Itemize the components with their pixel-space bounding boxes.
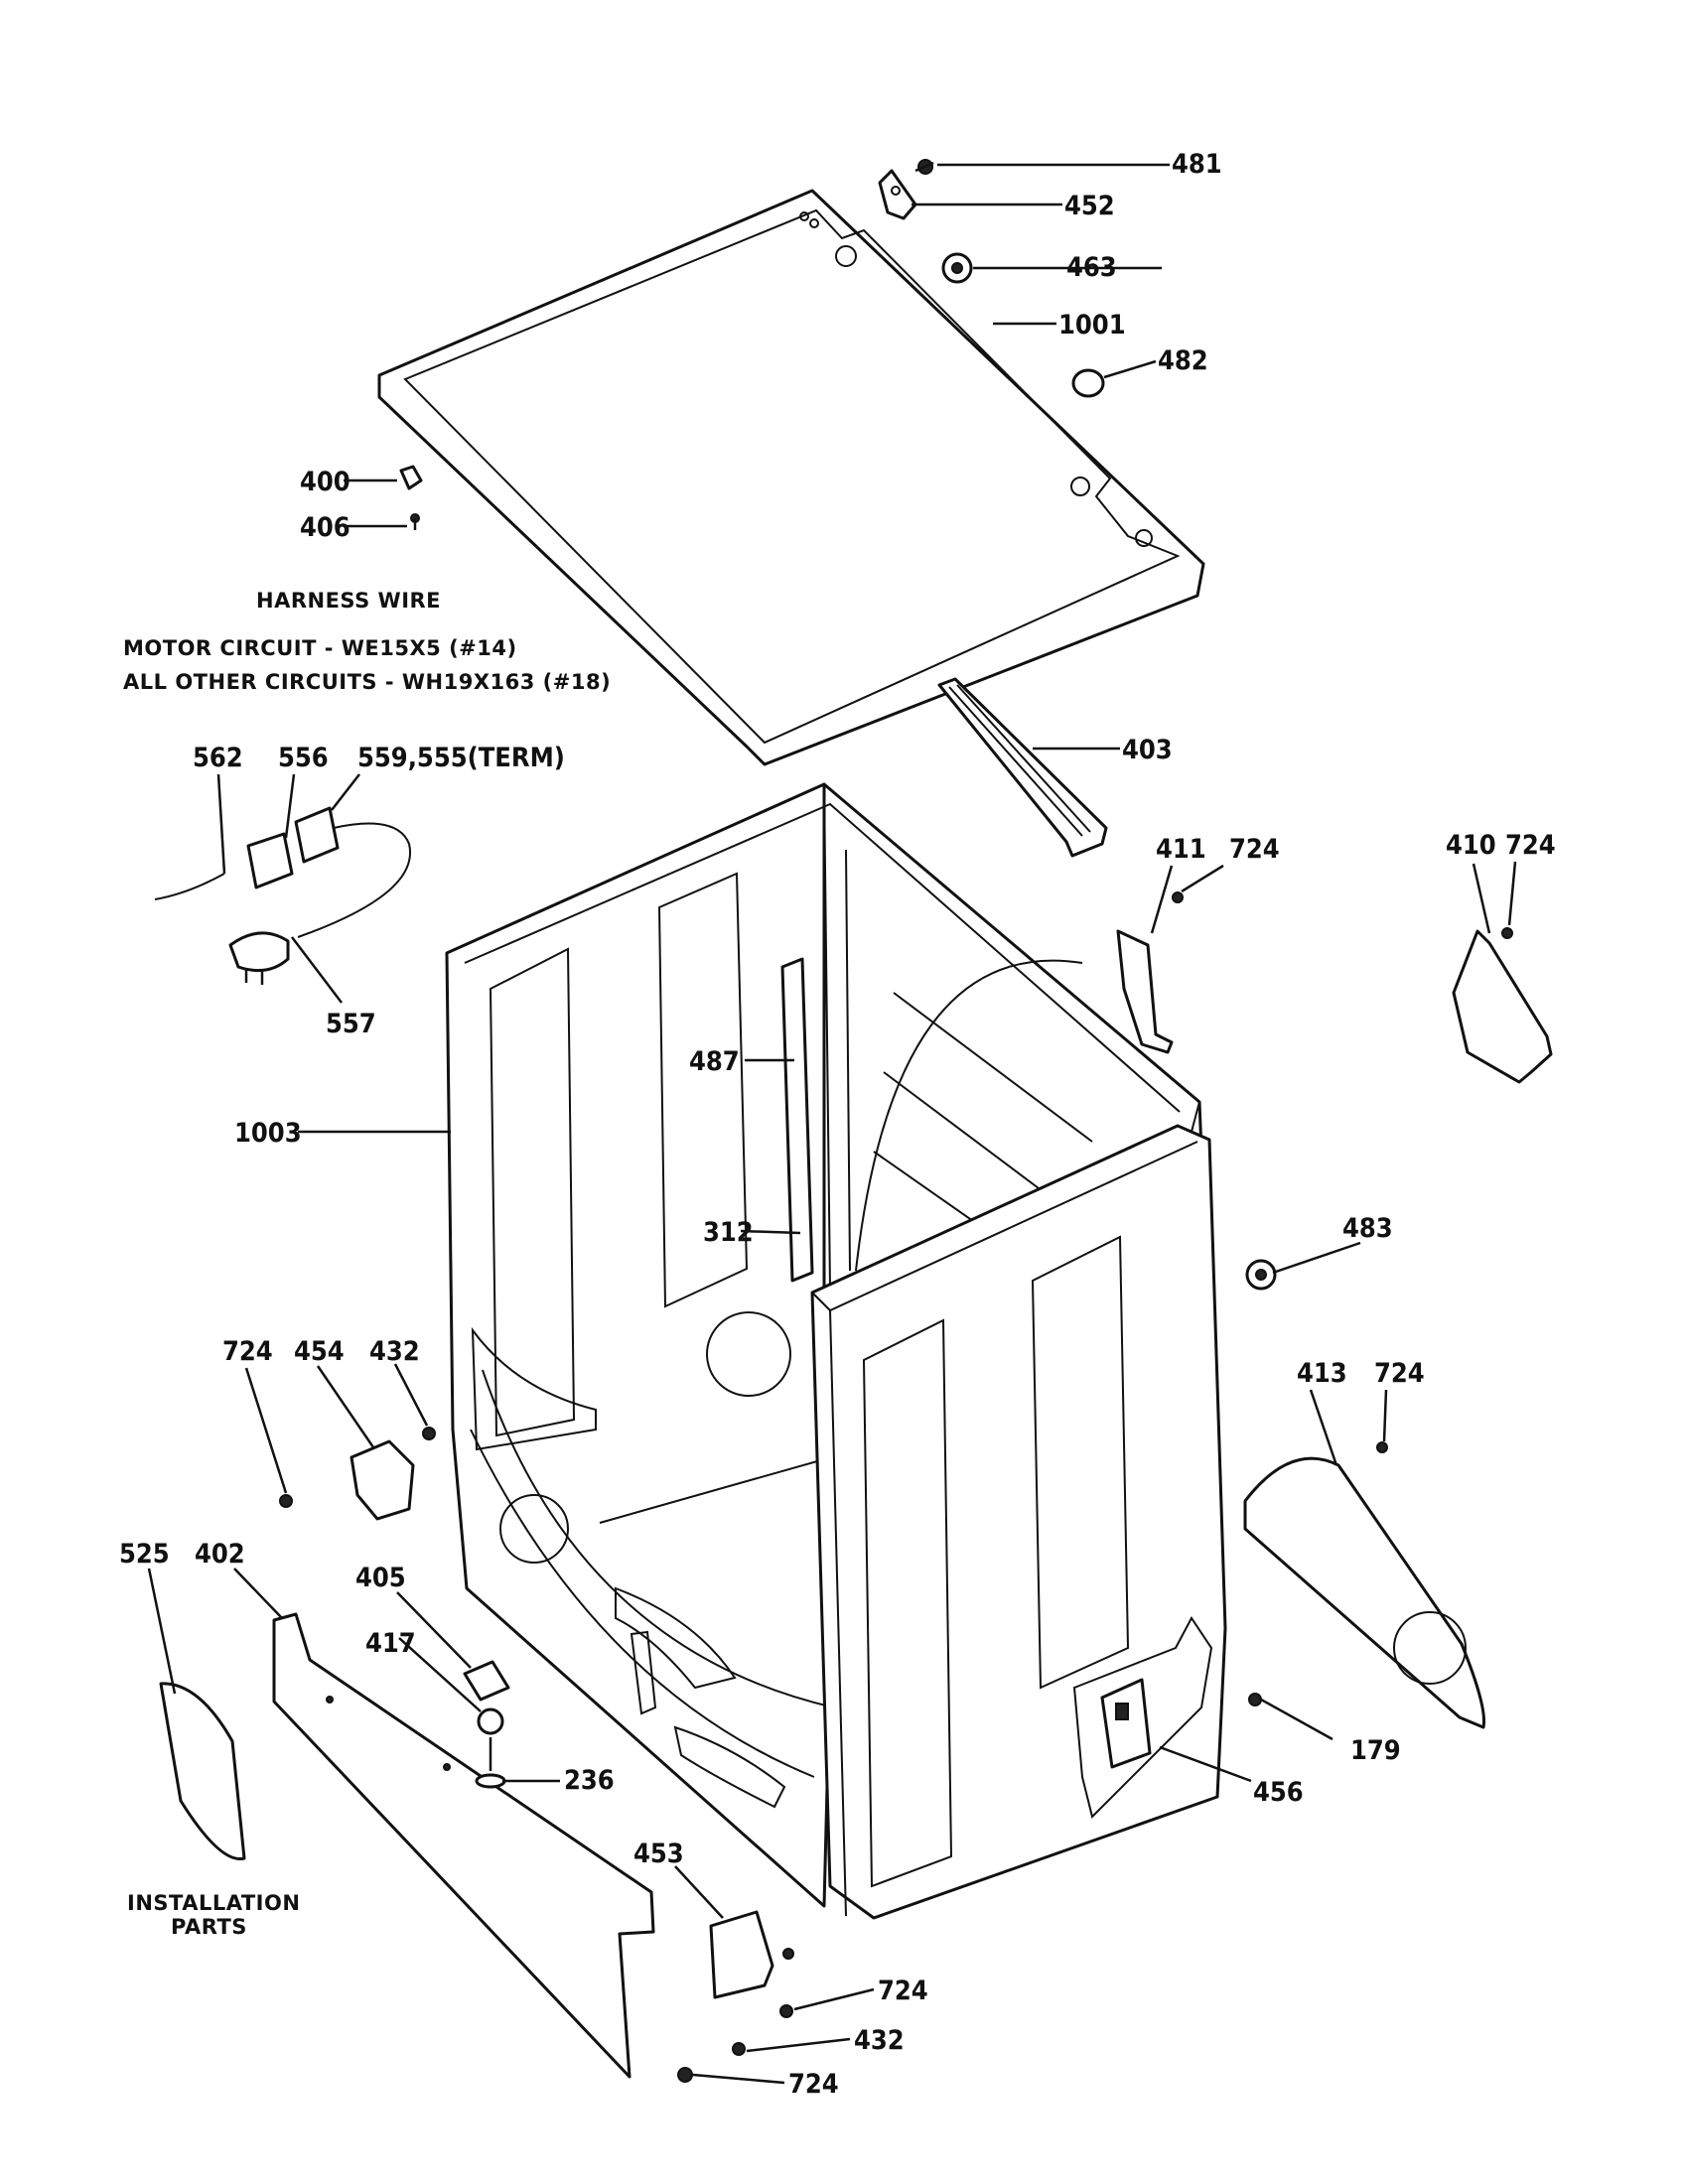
part-452-bracket [878,169,917,220]
callout-400: 400 [300,467,351,497]
callout-557: 557 [326,1009,376,1039]
bottom-screws [677,2004,793,2083]
callout-453: 453 [633,1839,684,1869]
callout-562: 562 [193,743,243,773]
callout-417: 417 [365,1628,416,1659]
part-463-nut [941,252,973,284]
harness-wire-notes: HARNESS WIRE MOTOR CIRCUIT - WE15X5 (#14… [123,589,611,694]
callout-724-e: 724 [878,1976,928,2006]
top-panel-1001 [377,189,1205,766]
leveling-parts [463,1660,510,1789]
callout-724-c: 724 [222,1336,273,1367]
part-483-grommet [1245,1259,1277,1291]
callout-1003: 1003 [234,1118,302,1149]
part-402-panel [272,1612,655,2079]
part-410-cover [1452,927,1553,1084]
callout-482: 482 [1158,345,1208,376]
callout-labels: 481 452 463 1001 482 400 406 403 562 556… [119,149,1556,2100]
callout-410: 410 [1446,830,1496,861]
part-481-screw [914,159,934,175]
part-487-strip [780,957,814,1283]
callout-236: 236 [564,1765,615,1796]
callout-411: 411 [1156,834,1206,865]
callout-454: 454 [294,1336,345,1367]
callout-724-b: 724 [1505,830,1556,861]
callout-724-a: 724 [1229,834,1280,865]
harness-assembly [154,806,412,985]
callout-402: 402 [195,1539,245,1570]
callout-481: 481 [1172,149,1222,180]
part-525-bag [159,1682,246,1860]
part-482-plug [1071,368,1105,398]
harness-wire-title: HARNESS WIRE [256,589,441,613]
callout-406: 406 [300,512,351,543]
callout-456: 456 [1253,1777,1304,1808]
callout-452: 452 [1064,191,1115,221]
callout-403: 403 [1122,735,1173,765]
installation-parts-note: INSTALLATION PARTS [127,1891,300,1939]
callout-724-d: 724 [1374,1358,1425,1389]
callout-724-f: 724 [788,2069,839,2100]
motor-circuit-note: MOTOR CIRCUIT - WE15X5 (#14) [123,636,517,660]
front-panel [810,1124,1227,1920]
installation-label-line2: PARTS [171,1915,247,1939]
callout-487: 487 [689,1046,740,1077]
callout-432-a: 432 [369,1336,420,1367]
callout-483: 483 [1342,1213,1393,1244]
part-403-harness [937,677,1108,858]
callout-556: 556 [278,743,329,773]
callout-1001: 1001 [1058,310,1126,341]
callout-179: 179 [1350,1735,1401,1766]
callout-559-555-term: 559,555(TERM) [357,743,565,773]
part-454-bracket [279,1427,436,1521]
installation-label-line1: INSTALLATION [127,1891,300,1915]
callout-405: 405 [355,1563,406,1593]
callout-463: 463 [1066,252,1117,283]
part-453-bracket [709,1910,794,1999]
part-179-screw [1248,1693,1262,1706]
callout-525: 525 [119,1539,170,1570]
callout-312: 312 [703,1217,754,1248]
part-400-clip [399,465,423,490]
callout-432-b: 432 [854,2025,905,2056]
part-413-cover [1243,1441,1485,1729]
other-circuits-note: ALL OTHER CIRCUITS - WH19X163 (#18) [123,670,611,694]
part-411-bracket [1116,891,1184,1054]
callout-413: 413 [1297,1358,1347,1389]
part-406-screw [410,513,420,530]
leader-lines [147,163,1517,2085]
